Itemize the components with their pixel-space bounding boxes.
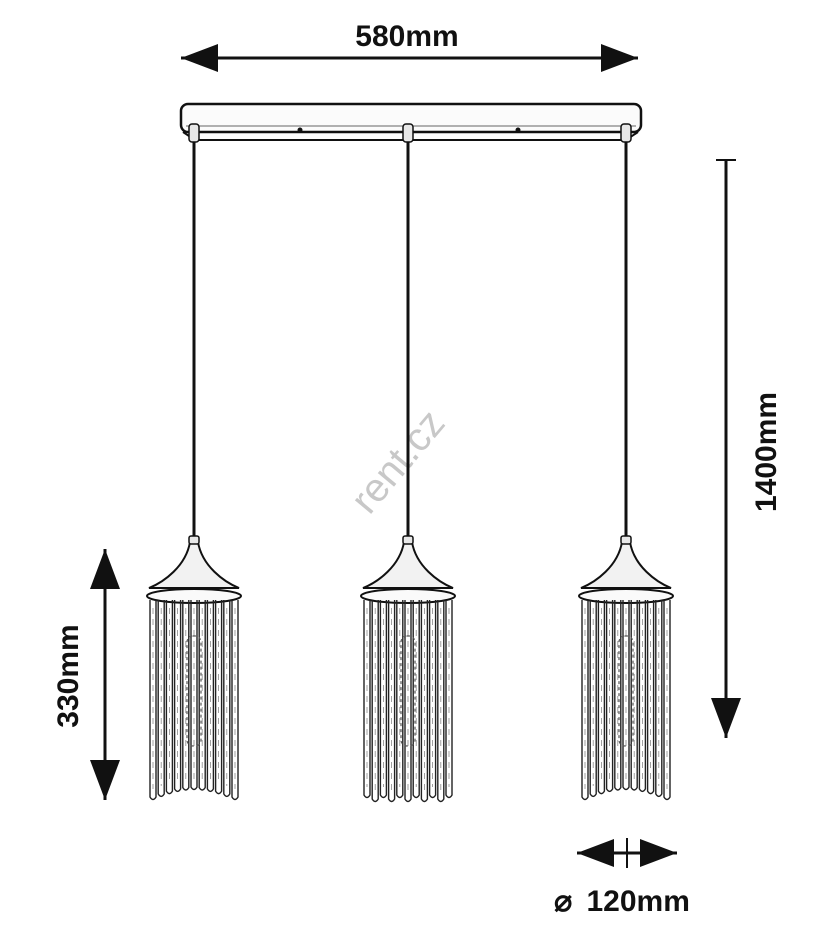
bulb-outline — [400, 635, 416, 747]
bulb-outline — [186, 635, 202, 747]
pendant-shade — [360, 535, 456, 803]
glass-rod — [149, 600, 157, 801]
height-label: 1400mm — [750, 392, 783, 512]
glass-rod — [206, 600, 215, 793]
diameter-symbol-icon: ⌀ — [554, 885, 572, 918]
pendant-shade — [578, 535, 674, 801]
shade-rim — [578, 588, 674, 604]
glass-rod — [630, 600, 638, 791]
diameter-label: ⌀ 120mm — [554, 885, 690, 918]
glass-rod — [396, 600, 404, 799]
glass-rod — [605, 600, 614, 793]
glass-rod — [622, 600, 630, 791]
arrowhead-up-icon — [90, 549, 120, 589]
glass-rod — [597, 600, 606, 795]
shade-cap — [580, 541, 672, 589]
glass-rod — [363, 600, 371, 799]
glass-rod — [412, 600, 420, 799]
glass-rod — [581, 600, 589, 801]
glass-rod — [428, 600, 437, 799]
arrowhead-right-icon — [601, 44, 638, 72]
glass-rod — [387, 600, 396, 803]
arrowhead-left-icon — [577, 839, 614, 867]
diameter-value: 120mm — [587, 885, 690, 918]
bulb-outline — [618, 635, 634, 747]
shade-socket-icon — [402, 535, 414, 545]
shade-cap — [362, 541, 454, 589]
suspension-cords — [192, 140, 628, 544]
glass-rod — [420, 600, 429, 803]
glass-rod — [231, 600, 239, 801]
cord-grip-icon — [188, 123, 200, 143]
mount-screw-icon — [515, 127, 521, 133]
glass-rod — [445, 600, 453, 799]
glass-rod — [371, 600, 379, 803]
shade-socket-icon — [620, 535, 632, 545]
glass-rod — [157, 600, 165, 798]
arrowhead-left-icon — [181, 44, 218, 72]
glass-rod — [638, 600, 647, 793]
glass-rod — [646, 600, 655, 795]
glass-rod — [173, 600, 182, 793]
glass-rod — [214, 600, 223, 795]
arrowhead-down-icon — [90, 760, 120, 800]
arrowhead-down-icon — [711, 698, 741, 738]
glass-rod — [614, 600, 622, 791]
cord-grip-icon — [620, 123, 632, 143]
glass-rod — [165, 600, 174, 795]
shade-height-label: 330mm — [52, 624, 85, 727]
glass-rod — [589, 600, 597, 798]
glass-rod — [182, 600, 190, 791]
glass-rod — [190, 600, 198, 791]
glass-rod — [404, 600, 412, 803]
pendant-shade — [146, 535, 242, 801]
watermark-text: rent.cz — [343, 402, 454, 522]
glass-rod — [379, 600, 388, 799]
shade-rim — [360, 588, 456, 604]
glass-rod — [223, 600, 231, 798]
shade-height-dimension: 330mm — [52, 549, 120, 800]
glass-rod — [437, 600, 445, 803]
cord-grip-icon — [402, 123, 414, 143]
arrowhead-right-icon — [640, 839, 677, 867]
shade-cap — [148, 541, 240, 589]
shade-socket-icon — [188, 535, 200, 545]
mount-screw-icon — [297, 127, 303, 133]
glass-rod — [655, 600, 663, 798]
glass-rod — [198, 600, 206, 791]
height-dimension: 1400mm — [711, 159, 783, 738]
shade-rim — [146, 588, 242, 604]
diameter-dimension: ⌀ 120mm — [554, 838, 690, 918]
width-label: 580mm — [355, 20, 458, 53]
width-dimension: 580mm — [181, 20, 638, 72]
glass-rod — [663, 600, 671, 801]
